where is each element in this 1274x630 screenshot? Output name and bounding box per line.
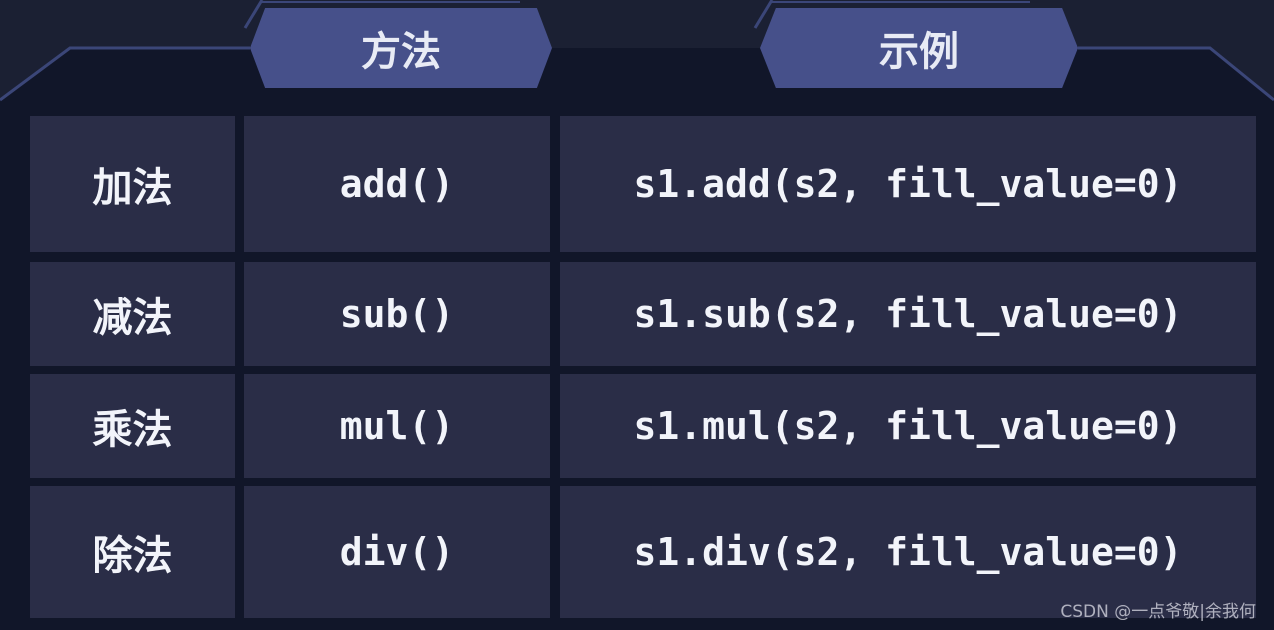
example-cell: s1.div(s2, fill_value=0) xyxy=(560,486,1256,618)
method-cell: add() xyxy=(244,116,550,252)
table-row: 除法 div() s1.div(s2, fill_value=0) xyxy=(30,486,1256,618)
table-row: 减法 sub() s1.sub(s2, fill_value=0) xyxy=(30,262,1256,366)
example-cell: s1.mul(s2, fill_value=0) xyxy=(560,374,1256,478)
header-example: 示例 xyxy=(760,8,1078,88)
operation-name-cell: 乘法 xyxy=(30,374,235,478)
example-cell: s1.sub(s2, fill_value=0) xyxy=(560,262,1256,366)
operations-table: 加法 add() s1.add(s2, fill_value=0) 减法 sub… xyxy=(30,116,1256,618)
method-cell: div() xyxy=(244,486,550,618)
table-row: 加法 add() s1.add(s2, fill_value=0) xyxy=(30,116,1256,252)
example-cell: s1.add(s2, fill_value=0) xyxy=(560,116,1256,252)
operation-name-cell: 加法 xyxy=(30,116,235,252)
table-row: 乘法 mul() s1.mul(s2, fill_value=0) xyxy=(30,374,1256,478)
header-method: 方法 xyxy=(250,8,552,88)
operation-name-cell: 减法 xyxy=(30,262,235,366)
method-cell: sub() xyxy=(244,262,550,366)
watermark: CSDN @一点爷敬|余我何 xyxy=(1060,602,1256,622)
operation-name-cell: 除法 xyxy=(30,486,235,618)
method-cell: mul() xyxy=(244,374,550,478)
